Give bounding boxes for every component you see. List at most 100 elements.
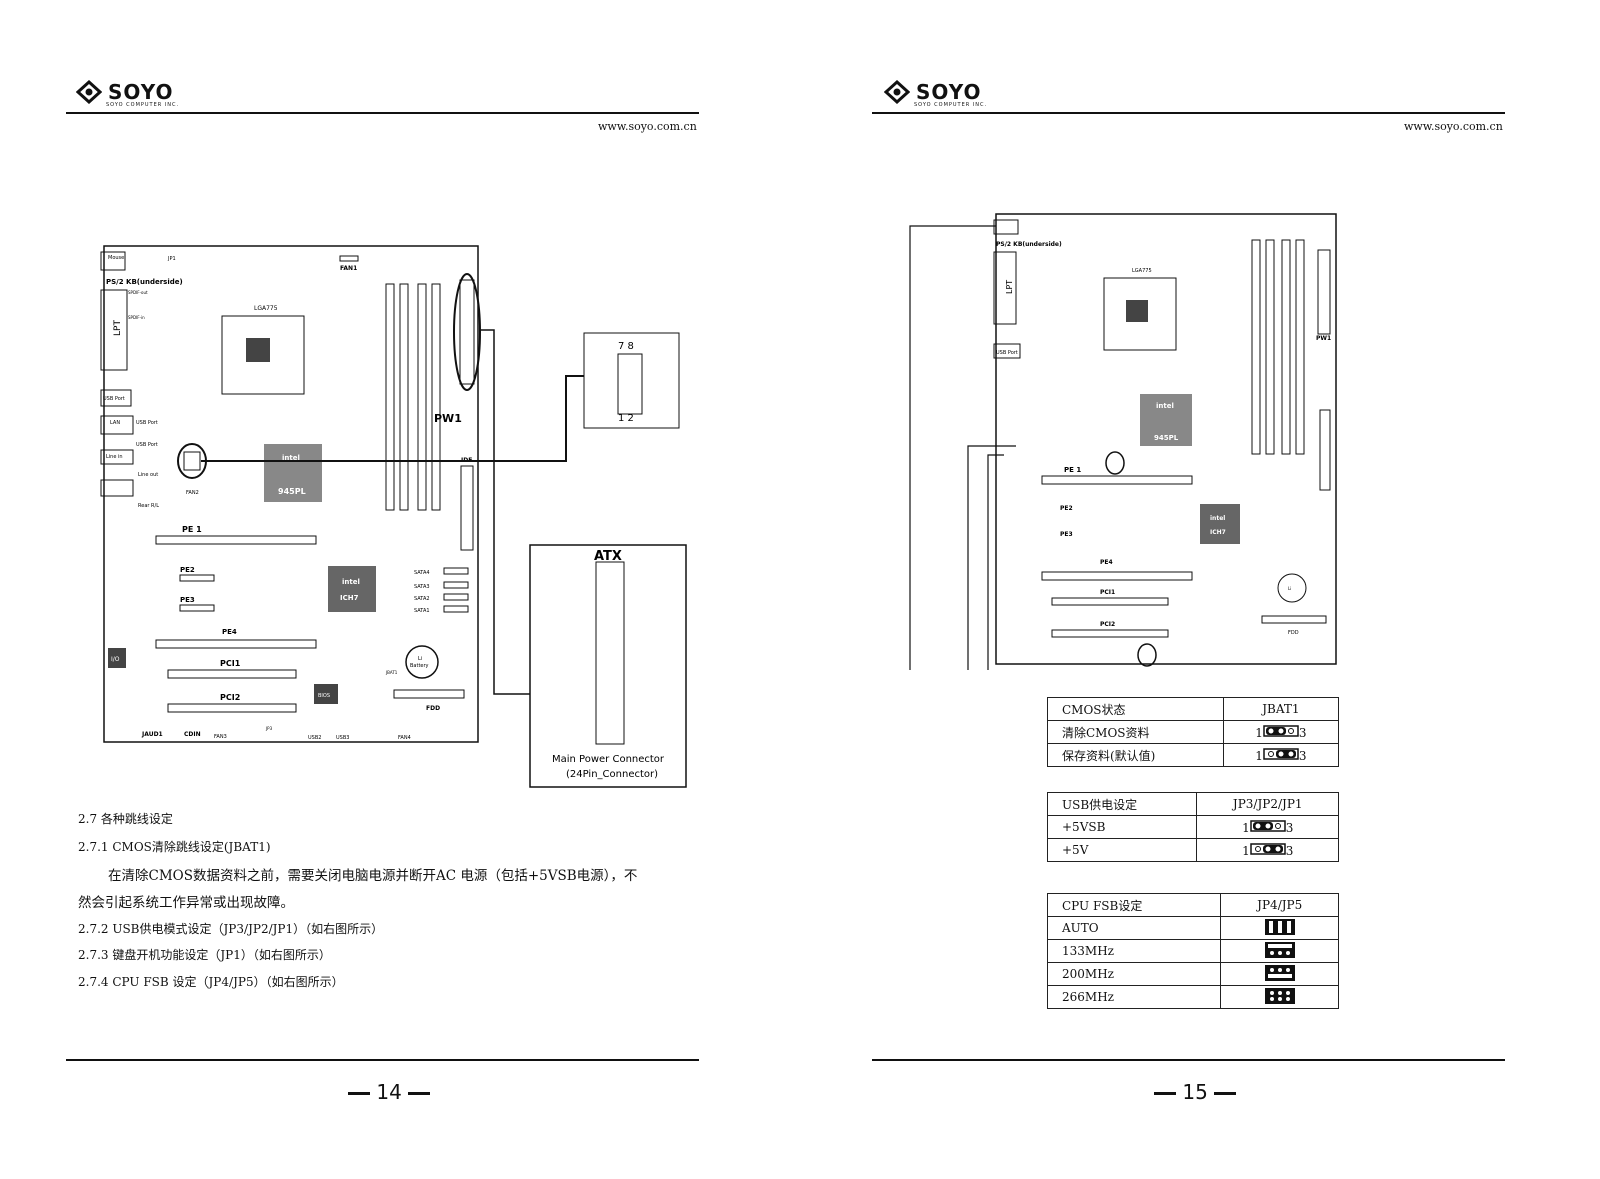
para-line2: 然会引起系统工作异常或出现故障。 xyxy=(78,895,294,911)
cpu-core xyxy=(246,338,270,362)
svg-text:PE3: PE3 xyxy=(1060,531,1073,538)
line-out-label: Line out xyxy=(138,472,158,478)
atx-caption2: (24Pin_Connector) xyxy=(566,769,658,780)
motherboard-diagram: Mouse PS/2 KB(underside) SPDIF-out SPDIF… xyxy=(100,245,687,788)
cmos-header-state: CMOS状态 xyxy=(1047,697,1224,721)
usb-header-setting: USB供电设定 xyxy=(1046,792,1198,816)
battery xyxy=(405,645,439,679)
small-connector-box xyxy=(583,332,680,429)
heading-2-7: 2.7 各种跳线设定 xyxy=(78,812,173,826)
left-page: SOYO SOYO COMPUTER INC. www.soyo.com.cn … xyxy=(66,80,699,1104)
jbat1-label: JBAT1 xyxy=(385,670,398,675)
pci1-label: PCI1 xyxy=(220,659,241,668)
line-in-port xyxy=(100,449,134,465)
soyo-emblem-icon xyxy=(884,80,910,104)
fdd-connector xyxy=(393,689,465,699)
board-outline xyxy=(103,245,479,743)
pe3-label: PE3 xyxy=(180,596,195,604)
svg-text:USB Port: USB Port xyxy=(996,350,1018,356)
rear-label: Rear R/L xyxy=(138,503,159,509)
fsb-jumper-200 xyxy=(1220,962,1339,986)
svg-text:ICH7: ICH7 xyxy=(1210,529,1226,536)
fsb-header-setting: CPU FSB设定 xyxy=(1046,893,1222,917)
center-port xyxy=(100,479,134,497)
usb-header-jp: JP3/JP2/JP1 xyxy=(1196,792,1339,816)
chip2-label: ICH7 xyxy=(340,594,359,602)
usb-row-5v: +5V xyxy=(1046,838,1198,862)
svg-text:intel: intel xyxy=(1156,402,1174,410)
cmos-row-clear: 清除CMOS资料 xyxy=(1047,720,1224,744)
mouse-port xyxy=(100,251,126,271)
io-chip xyxy=(108,648,126,668)
sata4-label: SATA4 xyxy=(414,570,430,576)
svg-text:LGA775: LGA775 xyxy=(1132,268,1152,274)
page-number-right: 15 xyxy=(1154,1080,1237,1104)
pw1-highlight xyxy=(453,273,481,391)
atx-caption1: Main Power Connector xyxy=(552,754,665,765)
footer-rule xyxy=(66,1059,699,1061)
fsb-row-auto: AUTO xyxy=(1046,916,1222,940)
usb3-label: USB3 xyxy=(336,735,349,741)
small-connector-bottom: 1 2 xyxy=(618,413,634,424)
svg-text:945PL: 945PL xyxy=(1154,434,1179,442)
svg-text:PS/2 KB(underside): PS/2 KB(underside) xyxy=(996,241,1062,248)
jumper-266-icon xyxy=(1264,987,1295,1004)
io-label: I/O xyxy=(111,656,120,663)
pe2-label: PE2 xyxy=(180,566,195,574)
atx-connector xyxy=(595,561,625,745)
fan4-label: FAN4 xyxy=(398,735,411,741)
heading-2-7-3: 2.7.3 键盘开机功能设定（JP1）（如右图所示） xyxy=(78,948,331,962)
cmos-row-save: 保存资料(默认值) xyxy=(1047,743,1224,767)
svg-text:PE 1: PE 1 xyxy=(1064,466,1081,474)
heading-2-7-4: 2.7.4 CPU FSB 设定（JP4/JP5）（如右图所示） xyxy=(78,975,344,989)
board-outline xyxy=(995,213,1337,665)
lpt-label: LPT xyxy=(113,320,123,336)
footer-rule-right xyxy=(872,1059,1505,1061)
battery-label: Battery xyxy=(410,663,429,669)
header-rule xyxy=(66,112,699,114)
bios-label: BIOS xyxy=(318,693,330,699)
pci2-label: PCI2 xyxy=(220,693,240,702)
svg-text:LPT: LPT xyxy=(1005,280,1014,294)
pe1-label: PE 1 xyxy=(182,525,202,534)
soyo-emblem-icon xyxy=(76,80,102,104)
pe4-label: PE4 xyxy=(222,628,237,636)
intel1-label: intel xyxy=(282,454,300,462)
svg-text:Li: Li xyxy=(1288,586,1291,591)
dimm-4 xyxy=(431,283,441,511)
brand-sub: SOYO COMPUTER INC. xyxy=(106,102,180,108)
mouse-label: Mouse xyxy=(108,255,124,261)
usb-row-5vsb: +5VSB xyxy=(1046,815,1198,839)
svg-text:PE4: PE4 xyxy=(1100,559,1113,566)
soyo-logo-right: SOYO SOYO COMPUTER INC. xyxy=(884,80,986,108)
lan-label: LAN xyxy=(110,420,120,426)
pe3-slot xyxy=(179,604,215,612)
svg-text:PCI1: PCI1 xyxy=(1100,589,1115,596)
ps2kb-label: PS/2 KB(underside) xyxy=(106,278,183,286)
bios-chip xyxy=(314,684,338,704)
page-number-left: 14 xyxy=(348,1080,431,1104)
url-text: www.soyo.com.cn xyxy=(598,120,697,133)
pe1-slot xyxy=(155,535,317,545)
fsb-row-133: 133MHz xyxy=(1046,939,1222,963)
url-text-right: www.soyo.com.cn xyxy=(1404,120,1503,133)
fsb-jumper-133 xyxy=(1220,939,1339,963)
fsb-row-266: 266MHz xyxy=(1046,985,1222,1009)
southbridge xyxy=(328,566,376,612)
soyo-logo: SOYO SOYO COMPUTER INC. xyxy=(76,80,178,108)
lpt-port xyxy=(100,289,128,371)
pe2-slot xyxy=(179,574,215,582)
lan-port xyxy=(100,415,134,435)
usb-port-label: USB Port xyxy=(103,396,125,402)
pw1-label: PW1 xyxy=(434,412,462,425)
fan2-label: FAN2 xyxy=(186,490,199,496)
brand-name: SOYO xyxy=(108,80,174,104)
usb2-label: USB2 xyxy=(308,735,321,741)
